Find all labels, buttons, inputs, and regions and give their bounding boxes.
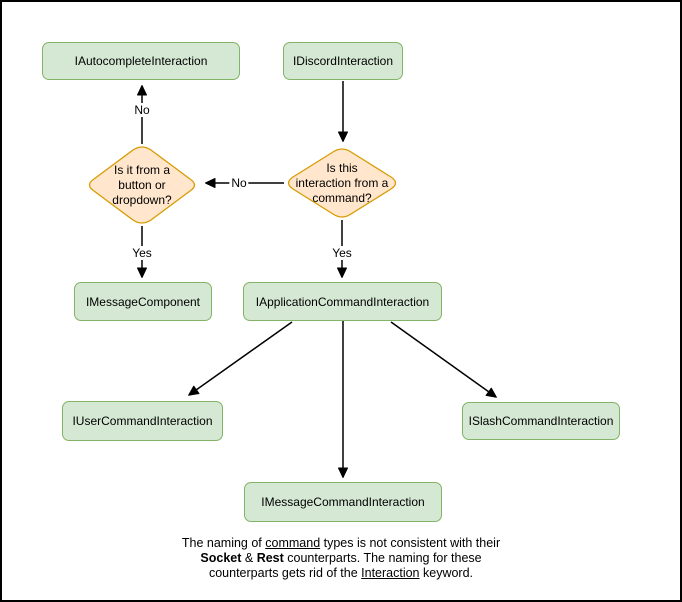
note-segment: types is not consistent with their [320, 536, 501, 550]
node-message-command-interaction: IMessageCommandInteraction [244, 482, 442, 522]
node-slash-command-interaction: ISlashCommandInteraction [462, 402, 620, 440]
note: The naming of command types is not consi… [2, 536, 680, 581]
arrow-application-command-to-user-command [188, 321, 293, 396]
edge-label-no-button-dropdown: No [229, 176, 249, 190]
node-user-command-interaction: IUserCommandInteraction [62, 401, 223, 441]
decision-button-dropdown-shape [88, 146, 196, 224]
decision-command-label: Is this interaction from a command? [295, 161, 389, 205]
note-segment: & [241, 551, 257, 565]
decision-button-dropdown-label: Is it from a button or dropdown? [112, 163, 172, 207]
node-label: IUserCommandInteraction [72, 414, 213, 428]
edge-label-yes-application-command: Yes [330, 246, 354, 260]
edge-label-yes-message-component: Yes [130, 246, 154, 260]
node-application-command-interaction: IApplicationCommandInteraction [243, 282, 442, 321]
note-segment: The naming of [181, 536, 266, 550]
note-line: The naming of command types is not consi… [2, 536, 680, 551]
node-message-component: IMessageComponent [74, 282, 212, 321]
node-label: IAutocompleteInteraction [74, 54, 208, 68]
edge-label-no-autocomplete: No [132, 103, 152, 117]
node-label: IApplicationCommandInteraction [255, 294, 430, 309]
node-discord-interaction: IDiscordInteraction [283, 42, 403, 80]
note-segment: counterparts gets rid of the [208, 566, 362, 580]
note-segment: Socket [200, 551, 242, 565]
node-label: ISlashCommandInteraction [468, 414, 614, 428]
node-autocomplete-interaction: IAutocompleteInteraction [42, 42, 240, 80]
note-segment: command [265, 536, 321, 550]
note-segment: Rest [256, 551, 284, 565]
node-label: IMessageCommandInteraction [261, 495, 425, 509]
arrow-application-command-to-slash-command [390, 321, 497, 398]
note-line: counterparts gets rid of the Interaction… [2, 566, 680, 581]
note-line: Socket & Rest counterparts. The naming f… [2, 551, 680, 566]
node-label: IMessageComponent [85, 294, 201, 309]
node-label: IDiscordInteraction [292, 54, 394, 68]
note-segment: counterparts. The naming for these [283, 551, 482, 565]
decision-command-shape [287, 148, 397, 218]
note-segment: keyword. [419, 566, 474, 580]
note-segment: Interaction [361, 566, 420, 580]
